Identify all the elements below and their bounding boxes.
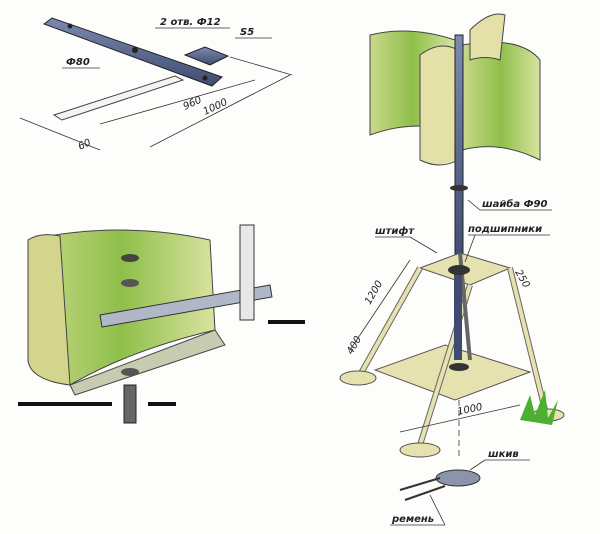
holes-label: 2 отв. Ф12 [160, 17, 221, 28]
foot-pad [339, 370, 377, 386]
belt-label: ремень [391, 514, 434, 525]
crossbar-plate [183, 46, 230, 66]
bolt [123, 384, 137, 424]
crossbar-lower [52, 75, 185, 121]
washer-label: шайба Ф90 [482, 198, 547, 210]
foot-size-label: 400 [345, 334, 364, 356]
pulley [435, 469, 481, 487]
pin-label: штифт [375, 225, 415, 237]
rotor-blade-right [461, 41, 541, 161]
grass [520, 390, 558, 425]
inner-length-label: 960 [182, 95, 204, 113]
rotor [369, 13, 541, 266]
bearings-label: подшипники [468, 224, 542, 235]
diameter-label: Ф80 [66, 57, 90, 68]
blade-mount-detail [18, 224, 305, 424]
pulley-label: шкив [488, 449, 519, 460]
shaft [239, 224, 255, 321]
foot-pad [399, 442, 441, 458]
rotor-shaft [454, 34, 464, 266]
mount-bar [99, 284, 273, 328]
crossbar-drawing: 2 отв. Ф12 S5 Ф80 960 1000 60 [19, 17, 293, 153]
width-label: 60 [77, 137, 93, 152]
base-size-label: 1000 [456, 402, 483, 418]
lower-platform [373, 344, 532, 401]
mount-plate [69, 329, 226, 396]
length-label: 1000 [202, 97, 230, 118]
thickness-label: S5 [240, 27, 254, 38]
tower: шайба Ф90 штифт подшипники 250 1200 400 … [339, 198, 565, 526]
